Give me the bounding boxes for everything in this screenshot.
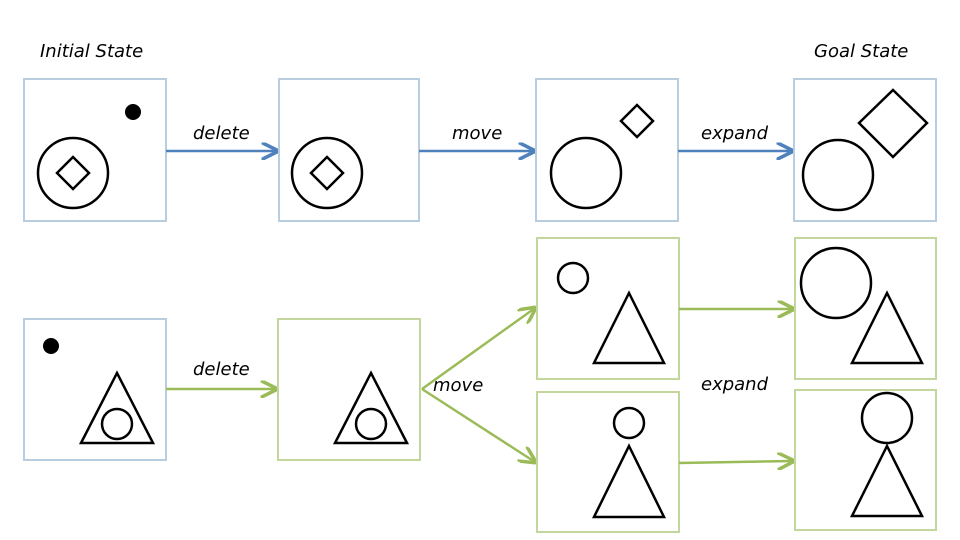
small-diamond [619, 103, 655, 139]
triangle [78, 370, 156, 445]
state-box [536, 391, 680, 533]
bottom-state-goal-upper [794, 237, 937, 380]
top-row: delete move expand [23, 78, 937, 222]
bottom-state-goal-lower [794, 389, 937, 531]
bottom-expand-arrow-lower [678, 461, 793, 463]
top-expand-label: expand [701, 123, 769, 144]
bottom-delete-label: delete [193, 359, 250, 380]
large-diamond [857, 88, 929, 159]
goal-state-header: Goal State [814, 41, 908, 62]
small-circle [556, 261, 590, 295]
top-state-goal [793, 78, 937, 222]
initial-state-header: Initial State [40, 41, 143, 62]
triangle [332, 370, 410, 445]
bottom-state-2 [277, 318, 421, 461]
state-box [794, 389, 937, 531]
large-circle [801, 138, 875, 212]
state-box [23, 318, 167, 461]
large-circle [799, 246, 873, 320]
medium-circle [860, 391, 914, 445]
black-dot [125, 104, 141, 120]
large-circle [36, 136, 110, 210]
bottom-move-arrow-down [421, 387, 535, 462]
bottom-row: delete move expand [23, 237, 937, 533]
bottom-move-label: move [433, 375, 483, 396]
triangle [849, 290, 925, 365]
top-state-initial [23, 78, 167, 222]
bottom-state-3-lower [536, 391, 680, 533]
large-circle [290, 136, 364, 210]
bottom-move-arrow-up [421, 308, 535, 391]
black-dot [43, 338, 59, 354]
state-box [536, 237, 680, 380]
large-circle [549, 136, 623, 210]
top-move-label: move [452, 123, 502, 144]
bottom-expand-label: expand [701, 374, 769, 395]
bottom-state-3-upper [536, 237, 680, 380]
bottom-state-initial [23, 318, 167, 461]
top-state-3 [535, 78, 679, 222]
small-diamond [309, 155, 345, 191]
state-box [277, 318, 421, 461]
small-diamond [55, 155, 91, 191]
top-state-2 [278, 78, 420, 222]
small-circle [612, 406, 646, 440]
state-box [794, 237, 937, 380]
small-circle [354, 407, 388, 441]
small-circle [100, 407, 134, 441]
top-delete-label: delete [193, 123, 250, 144]
triangle [591, 290, 667, 365]
triangle [849, 443, 925, 518]
triangle [591, 443, 667, 519]
